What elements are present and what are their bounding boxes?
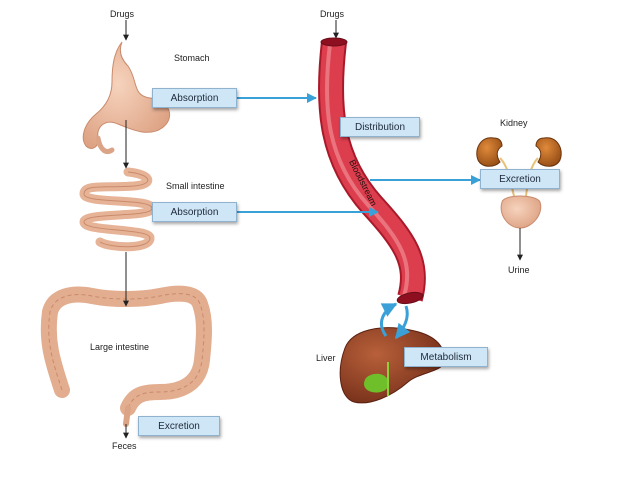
liver-label: Liver — [316, 353, 336, 363]
stomach-illustration — [82, 41, 171, 154]
bloodstream-vessel — [317, 20, 426, 305]
absorption-stomach-box: Absorption — [152, 88, 237, 108]
drugs-input-label-left: Drugs — [110, 9, 135, 19]
urine-label: Urine — [508, 265, 530, 275]
liver-exchange-arrows — [380, 302, 411, 340]
excretion-kidney-box: Excretion — [480, 169, 560, 189]
large-intestine-label: Large intestine — [90, 342, 150, 352]
small-intestine-label: Small intestine — [166, 181, 225, 191]
kidney-label: Kidney — [500, 118, 528, 128]
small-intestine-illustration — [79, 167, 157, 252]
bladder-illustration — [500, 195, 542, 261]
process-arrows — [237, 93, 481, 217]
feces-label: Feces — [112, 441, 137, 451]
absorption-intestine-box: Absorption — [152, 202, 237, 222]
drugs-input-label-right: Drugs — [320, 9, 345, 19]
stomach-label: Stomach — [174, 53, 210, 63]
distribution-box: Distribution — [340, 117, 420, 137]
excretion-feces-box: Excretion — [138, 416, 220, 436]
large-intestine-illustration — [40, 285, 212, 427]
metabolism-box: Metabolism — [404, 347, 488, 367]
